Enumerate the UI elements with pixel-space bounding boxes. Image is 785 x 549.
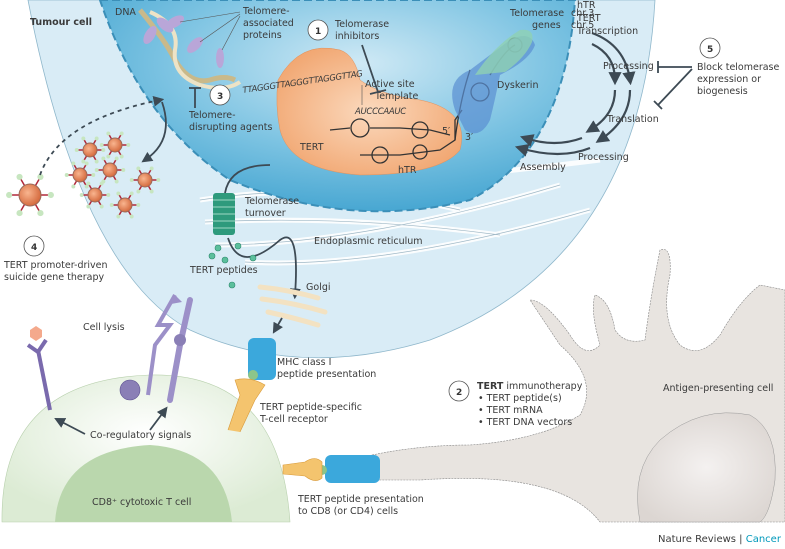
tcr-line1: TERT peptide-specific	[259, 402, 362, 413]
htr-label: hTR	[398, 165, 417, 176]
virus-particle	[129, 166, 161, 194]
t-cell-receptor	[227, 378, 266, 433]
mhc-line1: MHC class I	[277, 357, 331, 368]
telomere-proteins-line2: associated	[243, 18, 294, 29]
svg-text:4: 4	[31, 243, 37, 253]
tert-peptides-label: TERT peptides	[189, 265, 258, 276]
svg-text:disrupting agents: disrupting agents	[189, 122, 272, 133]
tert-peptides	[208, 242, 257, 289]
virus-particle	[64, 161, 96, 189]
turnover-line2: turnover	[245, 208, 286, 219]
telomerase-genes-line2: genes	[532, 20, 561, 31]
strategy-3: 3 Telomere- disrupting agents	[188, 84, 272, 133]
er-label: Endoplasmic reticulum	[314, 236, 423, 247]
virus-particle	[99, 131, 131, 159]
turnover-line1: Telomerase	[244, 196, 299, 207]
biogenesis-tert: TERT	[576, 13, 601, 24]
viral-particles	[6, 131, 161, 219]
strategy-1: 1 Telomerase inhibitors	[307, 19, 389, 95]
chr3-label: chr.3	[571, 8, 594, 19]
presentation-line1: TERT peptide presentation	[297, 494, 424, 505]
mhc-molecule	[248, 338, 276, 380]
tert-protein	[276, 47, 462, 176]
journal-credit: Nature Reviews | Cancer	[658, 534, 782, 545]
template-sequence: AUCCCAAUC	[354, 107, 406, 117]
svg-text:2: 2	[456, 388, 462, 398]
tert-label: TERT	[299, 142, 324, 153]
block-inhibition-lines	[653, 61, 693, 110]
translation-label: Translation	[606, 114, 659, 125]
svg-text:suicide gene therapy: suicide gene therapy	[4, 272, 104, 283]
apc-label: Antigen-presenting cell	[663, 383, 773, 394]
tumour-cell-label: Tumour cell	[30, 17, 92, 28]
virus-particle	[79, 181, 111, 209]
processing-label-2: Processing	[578, 152, 629, 163]
svg-text:biogenesis: biogenesis	[697, 86, 748, 97]
svg-text:1: 1	[315, 27, 321, 37]
cell-lysis-label: Cell lysis	[83, 322, 125, 333]
virus-particle	[109, 191, 141, 219]
golgi	[257, 284, 328, 328]
mhc-line2: peptide presentation	[277, 369, 376, 380]
strategy-2: 2 TERT immunotherapy • TERT peptide(s) •…	[448, 380, 583, 428]
svg-text:5: 5	[707, 45, 713, 55]
t-cell-label: CD8⁺ cytotoxic T cell	[92, 497, 191, 508]
apc-nucleus	[637, 412, 776, 523]
strategy-4: 4 TERT promoter-driven suicide gene ther…	[3, 235, 108, 283]
five-prime-label: 5′	[442, 126, 450, 137]
biogenesis-htr: hTR	[577, 0, 596, 11]
virus-particle	[6, 173, 54, 217]
svg-text:• TERT DNA vectors: • TERT DNA vectors	[478, 417, 572, 428]
svg-text:• TERT peptide(s): • TERT peptide(s)	[478, 393, 562, 404]
dyskerin-label: Dyskerin	[497, 80, 538, 91]
assembly-label: Assembly	[520, 162, 566, 173]
three-prime-label: 3′	[465, 132, 473, 143]
svg-text:TERT promoter-driven: TERT promoter-driven	[3, 260, 108, 271]
presentation-line2: to CD8 (or CD4) cells	[298, 506, 398, 517]
svg-text:TERT immunotherapy: TERT immunotherapy	[477, 381, 583, 392]
svg-text:expression or: expression or	[697, 74, 761, 85]
telomerase-genes-line1: Telomerase	[509, 8, 564, 19]
dna-label: DNA	[115, 7, 136, 18]
active-site-label: Active site	[365, 79, 415, 90]
svg-text:inhibitors: inhibitors	[335, 31, 379, 42]
biogenesis-cycle	[514, 31, 636, 157]
svg-text:Block telomerase: Block telomerase	[697, 62, 780, 73]
t-cell-nucleus	[55, 445, 232, 522]
strategy-5: 5 Block telomerase expression or biogene…	[697, 37, 780, 97]
svg-text:3: 3	[217, 92, 223, 102]
processing-label-1: Processing	[603, 61, 654, 72]
transcription-label: Transcription	[576, 26, 638, 37]
coreg-signals-label: Co-regulatory signals	[90, 430, 191, 441]
template-label: Template	[374, 91, 419, 102]
svg-text:• TERT mRNA: • TERT mRNA	[478, 405, 543, 416]
svg-text:Telomere-: Telomere-	[188, 110, 236, 121]
virus-particle	[74, 136, 106, 164]
tcr-line2: T-cell receptor	[259, 414, 328, 425]
virus-particle	[94, 156, 126, 184]
telomere-proteins-line3: proteins	[243, 30, 282, 41]
telomere-proteins-line1: Telomere-	[242, 6, 290, 17]
chr5-label: chr.5	[571, 20, 594, 31]
proteasome	[213, 193, 235, 235]
golgi-label: Golgi	[306, 282, 330, 293]
svg-text:Telomerase: Telomerase	[334, 19, 389, 30]
